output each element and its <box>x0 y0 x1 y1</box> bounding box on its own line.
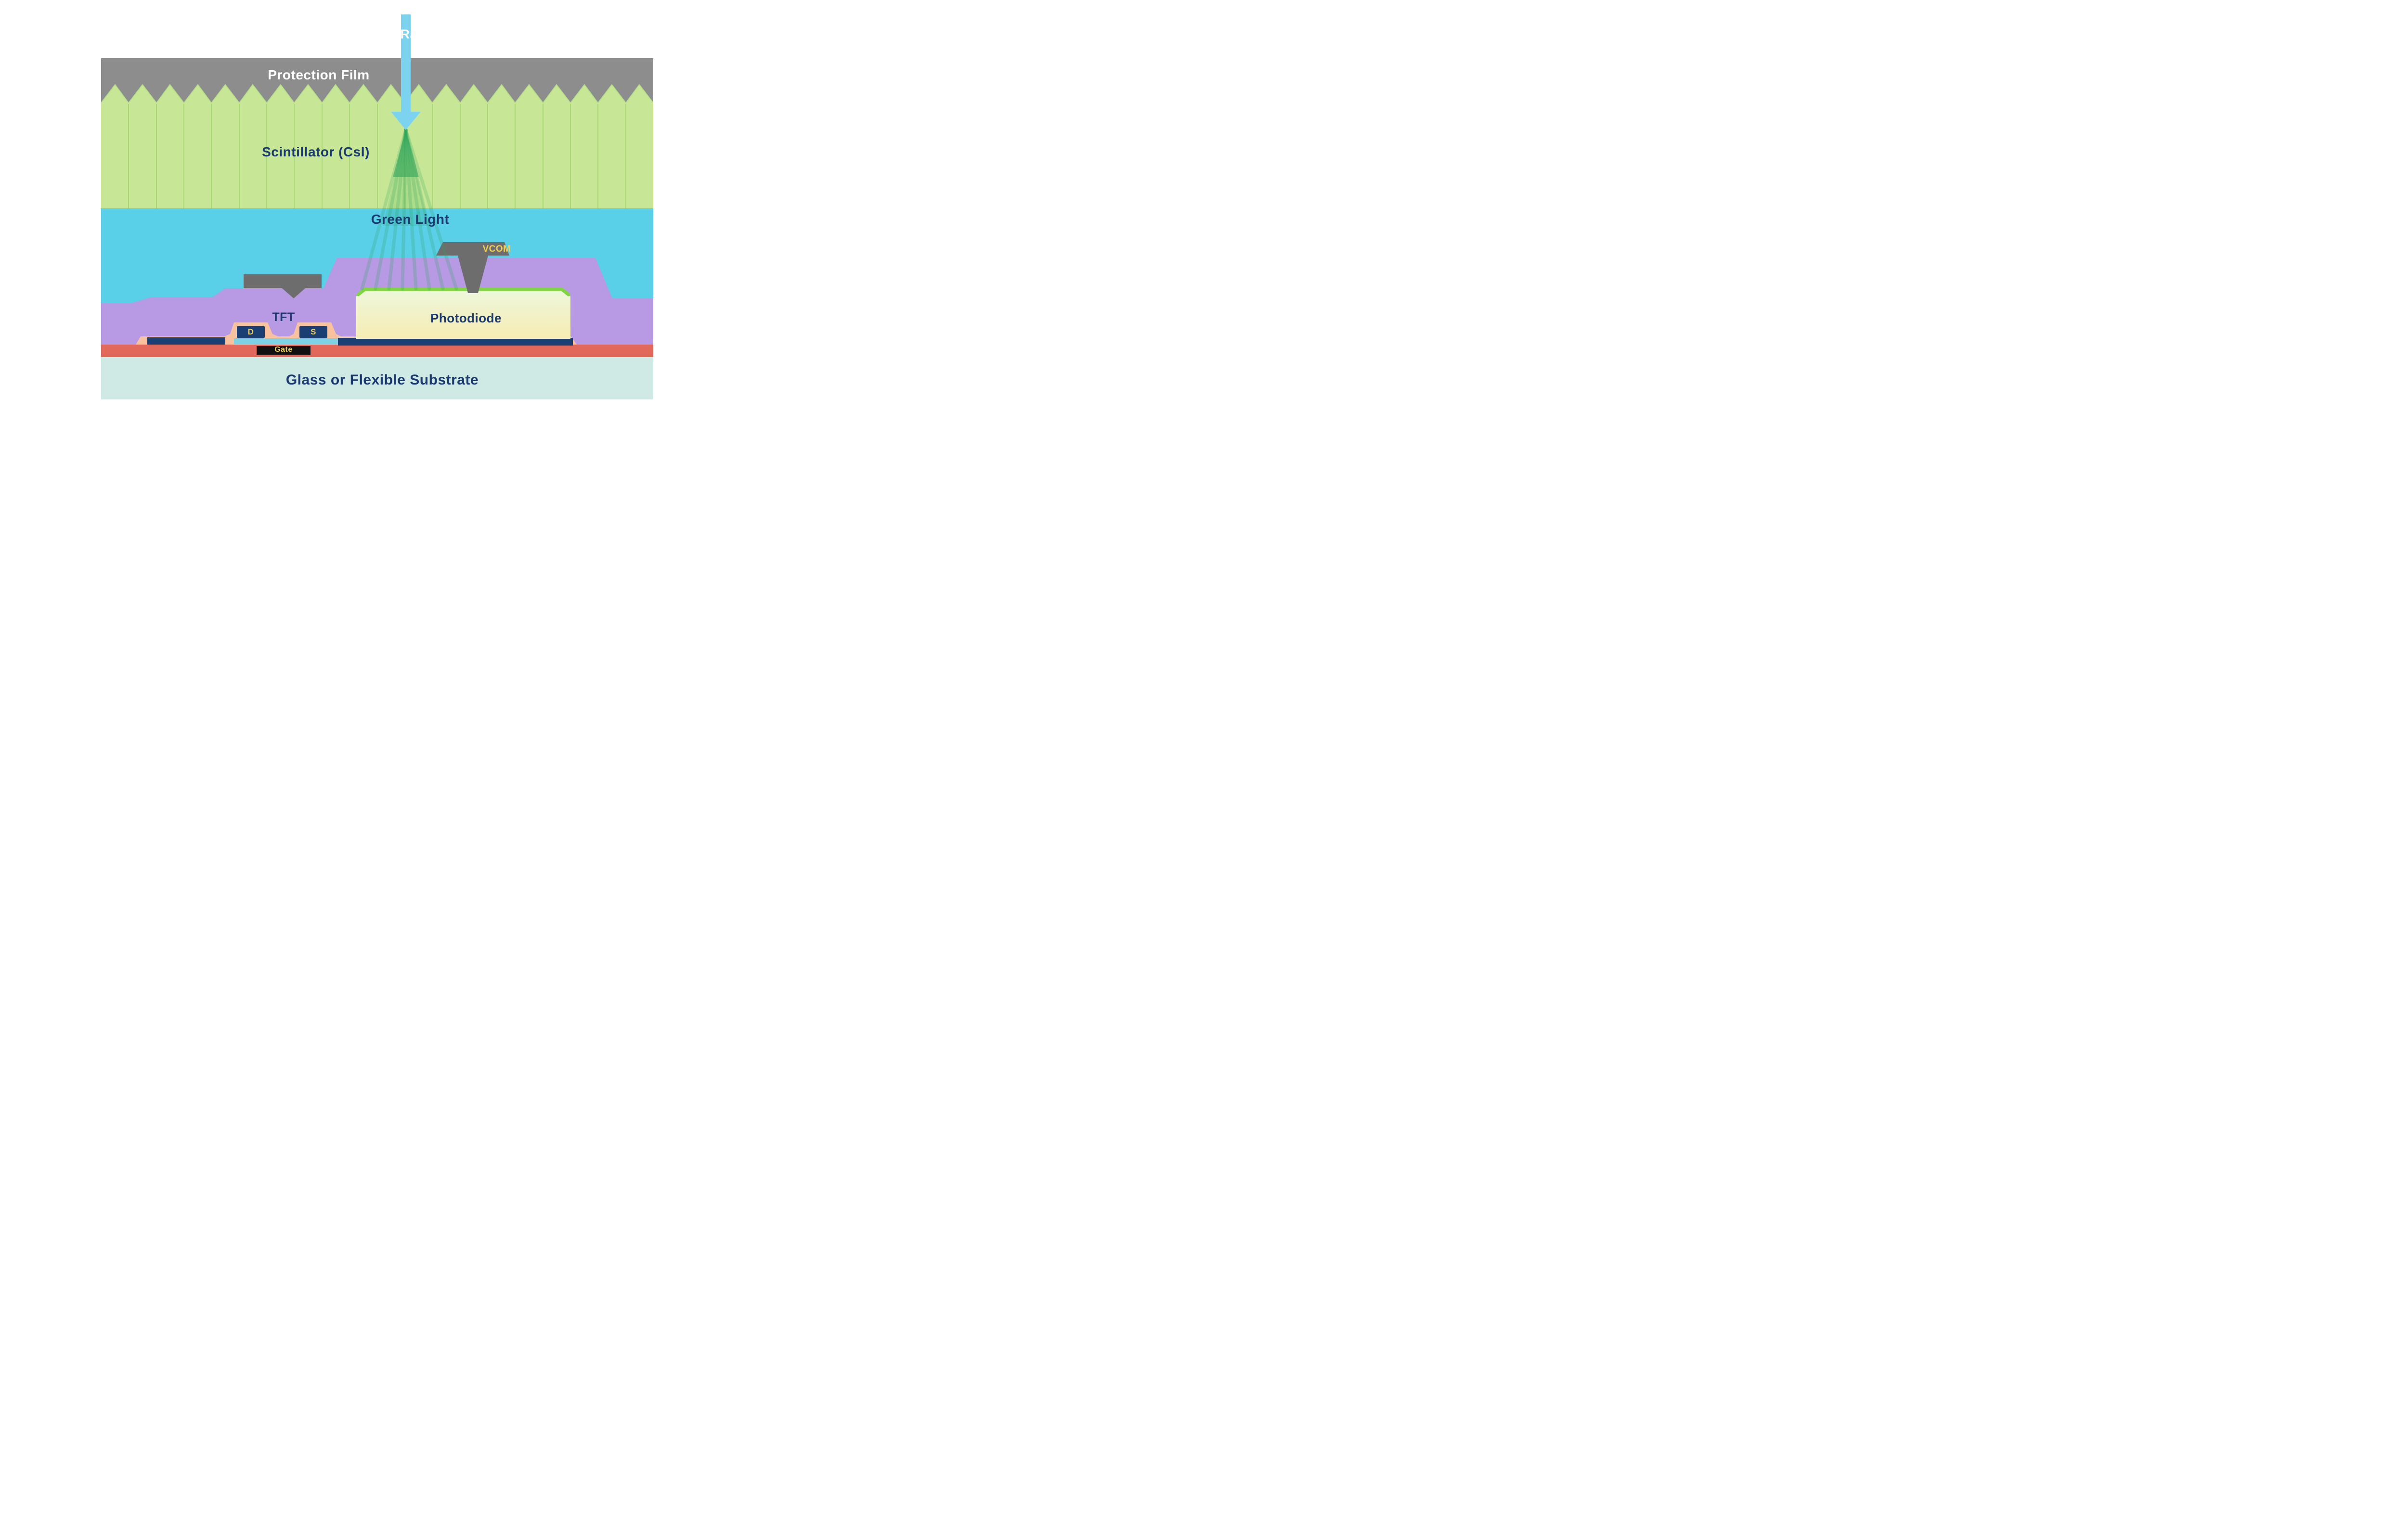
metal-line-left <box>147 337 225 345</box>
tft-label: TFT <box>272 310 295 324</box>
xray-label: X-Ray <box>387 27 425 41</box>
vcom-electrode <box>436 242 509 293</box>
green-light-rays <box>360 128 458 291</box>
xray-arrow <box>391 14 421 130</box>
source-label: S <box>311 327 316 336</box>
gate-label: Gate <box>274 346 293 354</box>
photodiode-body <box>356 290 570 339</box>
scintillator-label: Scintillator (CsI) <box>262 144 370 159</box>
gray-electrode-left <box>244 274 322 298</box>
photodiode-top-contact <box>356 287 570 296</box>
substrate-layer <box>101 357 653 399</box>
tft-channel <box>234 338 338 344</box>
photodiode-label: Photodiode <box>430 311 502 325</box>
drain-electrode <box>237 326 265 338</box>
diagram-canvas <box>101 14 654 399</box>
substrate-label: Glass or Flexible Substrate <box>285 372 479 388</box>
protection-film-layer <box>101 58 653 104</box>
xray-detector-diagram: X-Ray Protection Film Scintillator (CsI)… <box>0 0 749 421</box>
vcom-label: VCOM <box>482 244 511 254</box>
protection-film-label: Protection Film <box>268 67 370 82</box>
red-barrier-layer <box>101 345 653 357</box>
gate-electrode <box>257 346 311 355</box>
source-electrode <box>299 326 327 338</box>
scintillator-needle-tips <box>101 84 654 104</box>
drain-label: D <box>247 327 254 336</box>
green-light-label: Green Light <box>371 212 450 227</box>
photodiode-bottom-electrode <box>338 338 573 346</box>
